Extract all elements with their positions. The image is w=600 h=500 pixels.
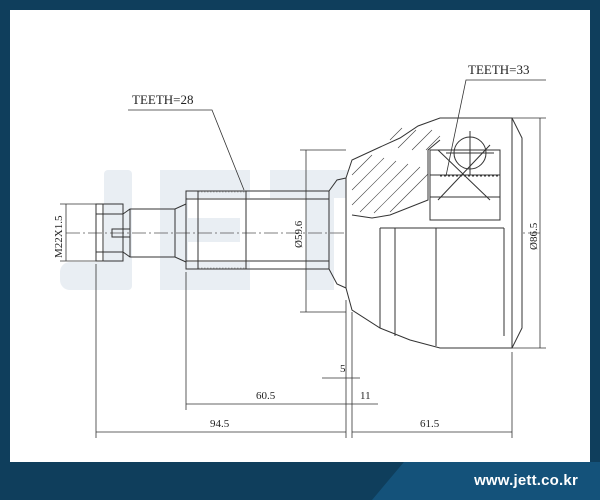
site-url[interactable]: www.jett.co.kr [474,472,578,489]
footer-bar: www.jett.co.kr [0,462,600,500]
teeth-33-label: TEETH=33 [468,62,529,77]
dim-94-5-label: 94.5 [210,418,230,430]
leader-teeth-28 [128,109,245,191]
thread-label: M22X1.5 [53,215,65,258]
shaft-diameter-label: Ø59.6 [293,220,305,248]
spline-teeth [198,191,246,269]
section-hatch [351,127,441,214]
dim-horizontal-lines [95,264,513,438]
dim-11-label: 11 [360,390,371,402]
outer-bell [345,117,523,349]
teeth-28-label: TEETH=28 [132,92,193,107]
footer-tab [372,462,600,500]
bell-inner [351,131,501,221]
shaft [95,177,347,289]
dim-60-5-label: 60.5 [256,390,276,402]
dim-61-5-label: 61.5 [420,418,440,430]
leader-teeth-33 [445,79,546,177]
dim-bell-dia-line [512,117,546,349]
dim-shaft-dia-line [300,149,346,313]
dim-5-label: 5 [340,363,346,375]
dim-thread-line [60,203,96,262]
bell-diameter-label: Ø86.5 [528,222,540,250]
